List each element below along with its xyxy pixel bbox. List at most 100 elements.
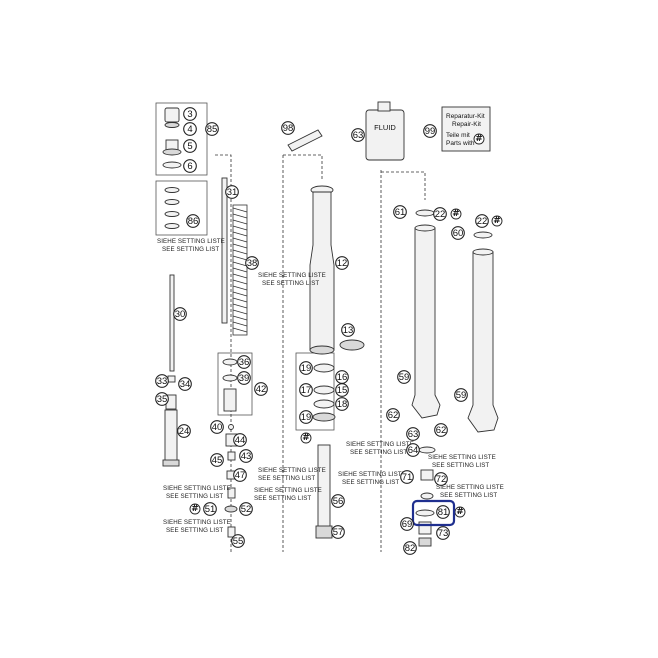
outer-tube-right <box>467 251 499 433</box>
callout-number: 71 <box>402 472 413 483</box>
callout-4: 4 <box>183 122 197 136</box>
hash-bushing: # <box>302 433 310 443</box>
hash-51: # <box>191 504 199 514</box>
callout-12: 12 <box>335 256 349 270</box>
callout-98: 98 <box>281 121 295 135</box>
callout-39: 39 <box>237 371 251 385</box>
callout-circle <box>393 205 407 219</box>
callout-circle <box>475 214 489 228</box>
callout-circle <box>233 468 247 482</box>
center-column: FLUID Reparatur-Kit Repair-Kit Teile mit… <box>287 101 491 539</box>
setting-note-8-en: SEE SETTING LIST <box>432 462 489 469</box>
callout-number: 82 <box>405 543 416 554</box>
callout-40: 40 <box>210 420 224 434</box>
seal-13 <box>339 339 365 351</box>
right-column <box>411 209 499 547</box>
callout-22: 22 <box>433 207 447 221</box>
callout-circle <box>397 370 411 384</box>
callout-number: 59 <box>399 372 410 383</box>
callout-36: 36 <box>237 355 251 369</box>
washer-5 <box>165 139 179 151</box>
callout-circle <box>331 494 345 508</box>
hash-22-left: # <box>452 209 460 219</box>
setting-note-5-en: SEE SETTING LIST <box>254 495 311 502</box>
callout-number: 57 <box>333 527 344 538</box>
callout-circle <box>341 323 355 337</box>
guide-line-1 <box>215 154 232 552</box>
callout-circle <box>186 214 200 228</box>
setting-note-2-en: SEE SETTING LIST <box>262 280 319 287</box>
callout-number: 85 <box>207 124 218 135</box>
callout-number: 63 <box>353 130 364 141</box>
callout-31: 31 <box>225 185 239 199</box>
callout-71: 71 <box>400 470 414 484</box>
callout-86: 86 <box>186 214 200 228</box>
callout-circle <box>386 408 400 422</box>
callout-22: 22 <box>475 214 489 228</box>
plate-5 <box>162 148 182 156</box>
callout-number: 62 <box>388 410 399 421</box>
callout-59: 59 <box>397 370 411 384</box>
callout-circle <box>403 541 417 555</box>
callout-circle <box>436 505 450 519</box>
callout-number: 42 <box>256 384 267 395</box>
callout-3: 3 <box>183 107 197 121</box>
top-cap <box>164 107 180 123</box>
valve-kit-box <box>217 352 253 416</box>
repair-kit-hash: # <box>475 134 483 144</box>
callout-circle <box>400 470 414 484</box>
callout-circle <box>237 355 251 369</box>
callout-circle <box>203 502 217 516</box>
repair-kit-en: Repair-Kit <box>452 121 481 128</box>
callout-72: 72 <box>434 472 448 486</box>
repair-kit-box <box>441 106 491 152</box>
callout-number: 13 <box>343 325 354 336</box>
callout-number: 35 <box>157 394 168 405</box>
callout-number: 60 <box>453 228 464 239</box>
setting-note-7-de: SIEHE SETTING LISTE <box>346 441 414 448</box>
callout-number: 86 <box>188 216 199 227</box>
callout-number: 72 <box>436 474 447 485</box>
callout-number: 36 <box>239 357 250 368</box>
axle-clamp-57 <box>315 525 333 539</box>
callout-number: 5 <box>187 141 192 152</box>
callout-circle <box>183 139 197 153</box>
callout-circle <box>351 128 365 142</box>
fluid-bottle <box>365 109 405 161</box>
setting-note-10-en: SEE SETTING LIST <box>440 492 497 499</box>
callout-number: 16 <box>337 372 348 383</box>
callout-circle <box>155 374 169 388</box>
callout-number: 59 <box>456 390 467 401</box>
callout-number: 22 <box>477 216 488 227</box>
part-43 <box>227 451 236 461</box>
callout-38: 38 <box>245 256 259 270</box>
setting-note-2-de: SIEHE SETTING LISTE <box>258 272 326 279</box>
grease-tube-98 <box>287 129 323 152</box>
setting-notes: SIEHE SETTING LISTE SEE SETTING LIST SIE… <box>157 238 504 534</box>
callout-19: 19 <box>299 361 313 375</box>
callout-circle <box>177 424 191 438</box>
bottle-cap <box>377 101 391 112</box>
callout-circle <box>423 124 437 138</box>
callout-44: 44 <box>233 433 247 447</box>
callout-number: 43 <box>241 451 252 462</box>
callout-42: 42 <box>254 382 268 396</box>
callout-number: 63 <box>408 429 419 440</box>
callout-number: 31 <box>227 187 238 198</box>
callout-circle <box>183 107 197 121</box>
callout-number: 99 <box>425 126 436 137</box>
callout-number: 6 <box>187 161 192 172</box>
callout-59: 59 <box>454 388 468 402</box>
callout-number: 55 <box>233 536 244 547</box>
setting-note-1-en: SEE SETTING LIST <box>162 246 219 253</box>
callout-81: 81 <box>436 505 450 519</box>
callout-43: 43 <box>239 449 253 463</box>
callout-number: 69 <box>402 519 413 530</box>
callout-34: 34 <box>178 377 192 391</box>
parts-with-en: Parts with <box>446 140 475 147</box>
part-33 <box>167 375 176 383</box>
callout-circle <box>210 420 224 434</box>
callout-circle <box>231 534 245 548</box>
callout-circle <box>178 377 192 391</box>
cartridge-24 <box>164 409 178 463</box>
